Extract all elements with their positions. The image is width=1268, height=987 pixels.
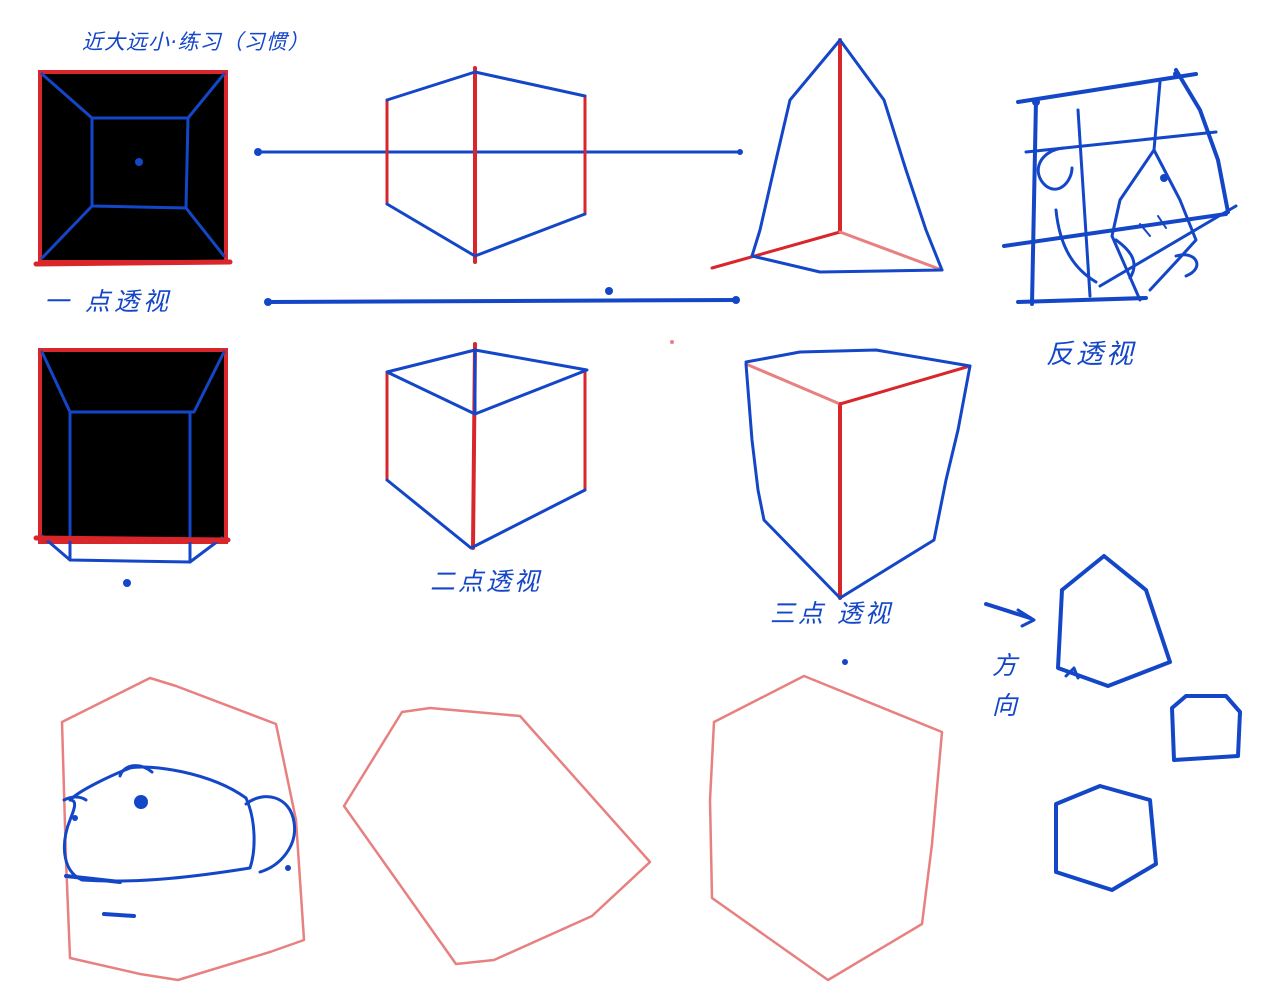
reverse-perspective-label: 反透视 bbox=[1046, 339, 1136, 370]
sheet-title: 近大远小·练习（习惯） bbox=[82, 30, 310, 54]
one-point-perspective-label: 一 点透视 bbox=[44, 287, 172, 316]
reverse-perspective-sketch bbox=[1002, 68, 1238, 306]
horizon-endpoint-dot bbox=[264, 298, 272, 306]
direction-label: 方向 bbox=[992, 651, 1018, 720]
direction-arrow-icon bbox=[984, 602, 1036, 628]
hexagon-sketch bbox=[342, 706, 652, 966]
vanishing-point-dot bbox=[605, 287, 613, 295]
horizon-endpoint-dot bbox=[737, 149, 743, 155]
vanishing-point-dot bbox=[842, 659, 848, 665]
horizon-endpoint-dot bbox=[732, 296, 740, 304]
hexagon-sketch bbox=[708, 674, 944, 982]
three-point-box-bottom bbox=[744, 348, 972, 600]
three-point-box-top bbox=[710, 38, 944, 274]
small-pentagon-shape bbox=[1170, 694, 1242, 762]
hexagon-shape bbox=[1054, 784, 1158, 892]
horizon-line-bottom bbox=[266, 298, 738, 304]
hexagon-sketch-with-face bbox=[60, 676, 306, 982]
one-point-box-bottom bbox=[33, 348, 231, 564]
pentagon-shape bbox=[1056, 554, 1172, 688]
two-point-box-bottom bbox=[385, 342, 589, 550]
two-point-box-top bbox=[385, 66, 587, 264]
vanishing-point-dot bbox=[135, 158, 143, 166]
two-point-perspective-label: 二点透视 bbox=[430, 567, 543, 596]
vanishing-point-dot bbox=[123, 579, 131, 587]
three-point-perspective-label: 三点 透视 bbox=[770, 599, 893, 628]
one-point-box-top bbox=[33, 70, 233, 267]
horizon-endpoint-dot bbox=[254, 148, 262, 156]
